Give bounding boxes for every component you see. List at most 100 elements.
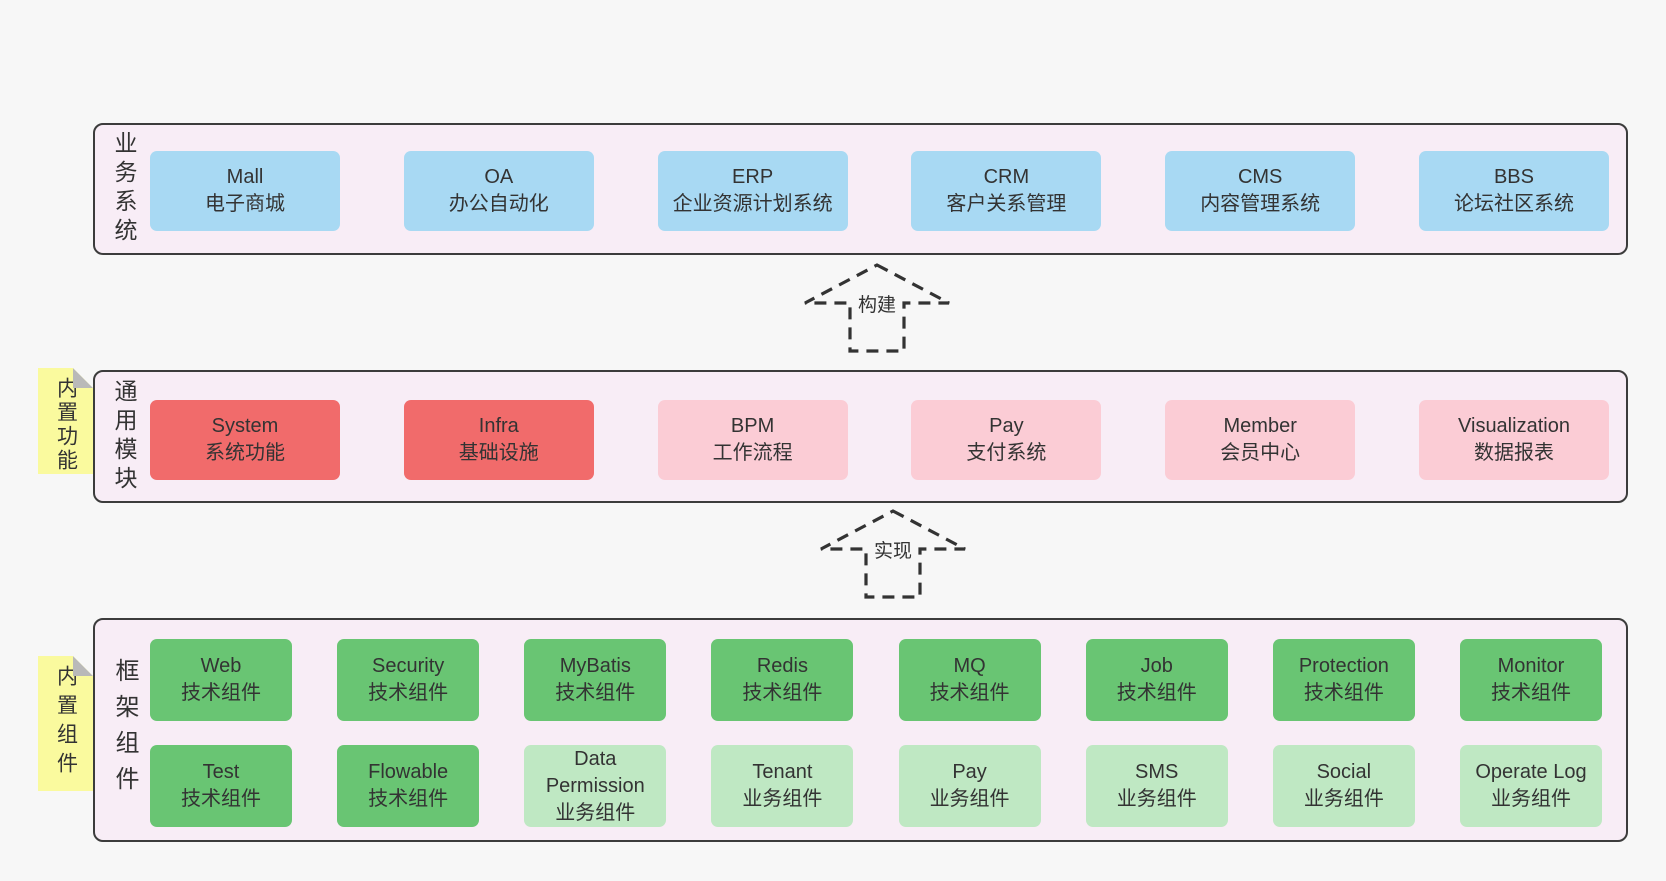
box-monitor: Monitor 技术组件 [1459, 639, 1602, 721]
box-subtitle: 客户关系管理 [946, 193, 1067, 215]
box-social: Social 业务组件 [1272, 745, 1415, 827]
box-subtitle: 技术组件 [1303, 682, 1384, 704]
box-title: BBS [1493, 166, 1534, 188]
box-title: CRM [983, 166, 1030, 188]
box-member: Member 会员中心 [1165, 400, 1356, 480]
box-title: CMS [1237, 166, 1283, 188]
box-system: System 系统功能 [150, 400, 340, 480]
band-business-systems: 业务系统 Mall 电子商城 OA 办公自动化 ERP 企业资源计划系统 CRM… [93, 123, 1628, 255]
box-cms: CMS 内容管理系统 [1165, 151, 1356, 231]
box-title: Security [372, 655, 445, 677]
box-subtitle: 技术组件 [181, 788, 261, 810]
box-visualization: Visualization 数据报表 [1418, 400, 1609, 480]
framework-components-row-1: Web 技术组件 Security 技术组件 MyBatis 技术组件 Redi… [150, 639, 1602, 721]
box-title: Web [200, 655, 242, 677]
arrow-build-label: 构建 [854, 288, 900, 320]
arrow-implement: 实现 [818, 508, 968, 600]
band-common-modules-label: 通用模块 [111, 378, 137, 495]
box-security: Security 技术组件 [337, 639, 480, 721]
box-subtitle: 工作流程 [712, 442, 793, 464]
framework-components-row-2: Test 技术组件 Flowable 技术组件 Data Permission … [150, 745, 1602, 827]
band-business-systems-label: 业务系统 [111, 131, 137, 247]
sticky-note-built-in-components: 内置组件 [38, 656, 93, 791]
box-title: Monitor [1497, 655, 1565, 677]
folded-corner-icon [73, 656, 93, 676]
box-subtitle: 论坛社区系统 [1453, 193, 1574, 215]
sticky-note-built-in-features: 内置功能 [38, 368, 93, 474]
box-subtitle: 技术组件 [368, 788, 449, 810]
box-title: MQ [953, 655, 986, 677]
box-subtitle: 业务组件 [1303, 788, 1384, 810]
box-subtitle: 业务组件 [929, 788, 1010, 810]
box-subtitle: 业务组件 [555, 801, 636, 824]
box-subtitle: 技术组件 [742, 682, 823, 704]
box-title: Mall [226, 166, 264, 188]
arrow-build: 构建 [802, 262, 952, 354]
box-subtitle: 技术组件 [929, 682, 1010, 704]
box-subtitle: 业务组件 [1116, 788, 1197, 810]
box-mybatis: MyBatis 技术组件 [524, 639, 667, 721]
dashed-up-arrow-icon [804, 263, 950, 353]
box-title: Social [1316, 761, 1372, 783]
box-title: Pay [952, 761, 987, 783]
box-subtitle: 电子商城 [205, 193, 285, 215]
box-bbs: BBS 论坛社区系统 [1418, 151, 1609, 231]
box-subtitle: 业务组件 [1490, 788, 1571, 810]
band-common-modules: 通用模块 System 系统功能 Infra 基础设施 BPM 工作流程 Pay… [93, 370, 1628, 503]
box-title: System [211, 415, 279, 437]
common-modules-row: System 系统功能 Infra 基础设施 BPM 工作流程 Pay 支付系统… [150, 400, 1609, 480]
box-sms: SMS 业务组件 [1085, 745, 1228, 827]
dashed-up-arrow-icon [820, 509, 966, 599]
box-erp: ERP 企业资源计划系统 [657, 151, 848, 231]
folded-corner-icon [73, 368, 93, 388]
band-framework-components-label: 框架组件 [111, 658, 138, 802]
box-subtitle: 技术组件 [181, 682, 261, 704]
box-title: Test [202, 761, 240, 783]
box-title: BPM [730, 415, 775, 437]
band-framework-components: 框架组件 Web 技术组件 Security 技术组件 MyBatis 技术组件… [93, 618, 1628, 842]
box-subtitle: 技术组件 [1490, 682, 1571, 704]
box-subtitle: 技术组件 [1116, 682, 1197, 704]
box-oa: OA 办公自动化 [403, 151, 594, 231]
box-subtitle: 支付系统 [966, 442, 1047, 464]
arrow-implement-label: 实现 [870, 534, 916, 566]
box-mq: MQ 技术组件 [898, 639, 1041, 721]
box-title: Protection [1298, 655, 1389, 677]
box-title: Member [1223, 415, 1297, 437]
box-mall: Mall 电子商城 [150, 151, 340, 231]
box-test: Test 技术组件 [150, 745, 292, 827]
box-subtitle: 办公自动化 [448, 193, 549, 215]
sticky-note-text: 内置功能 [54, 377, 78, 473]
box-subtitle: 数据报表 [1473, 442, 1554, 464]
box-title: Operate Log [1475, 761, 1587, 783]
box-web: Web 技术组件 [150, 639, 292, 721]
box-tenant: Tenant 业务组件 [711, 745, 854, 827]
box-title: MyBatis [559, 655, 631, 677]
box-operate-log: Operate Log 业务组件 [1459, 745, 1602, 827]
box-bpm: BPM 工作流程 [657, 400, 848, 480]
box-title: Flowable [368, 761, 449, 783]
box-title: Redis [756, 655, 808, 677]
box-title: OA [484, 166, 514, 188]
box-title: Job [1140, 655, 1173, 677]
box-data-permission: Data Permission 业务组件 [524, 745, 667, 827]
box-subtitle: 系统功能 [205, 442, 285, 464]
box-title: Infra [478, 415, 519, 437]
box-pay-component: Pay 业务组件 [898, 745, 1041, 827]
box-pay: Pay 支付系统 [911, 400, 1102, 480]
box-subtitle: 企业资源计划系统 [672, 193, 833, 215]
box-title: Visualization [1458, 415, 1570, 437]
box-title: Data Permission [545, 747, 645, 797]
box-subtitle: 基础设施 [458, 442, 539, 464]
box-subtitle: 内容管理系统 [1200, 193, 1321, 215]
business-systems-row: Mall 电子商城 OA 办公自动化 ERP 企业资源计划系统 CRM 客户关系… [150, 151, 1609, 231]
box-redis: Redis 技术组件 [711, 639, 854, 721]
box-flowable: Flowable 技术组件 [337, 745, 480, 827]
box-protection: Protection 技术组件 [1272, 639, 1415, 721]
box-infra: Infra 基础设施 [403, 400, 594, 480]
box-subtitle: 会员中心 [1220, 442, 1301, 464]
box-subtitle: 业务组件 [742, 788, 823, 810]
box-crm: CRM 客户关系管理 [911, 151, 1102, 231]
box-title: SMS [1135, 761, 1179, 783]
